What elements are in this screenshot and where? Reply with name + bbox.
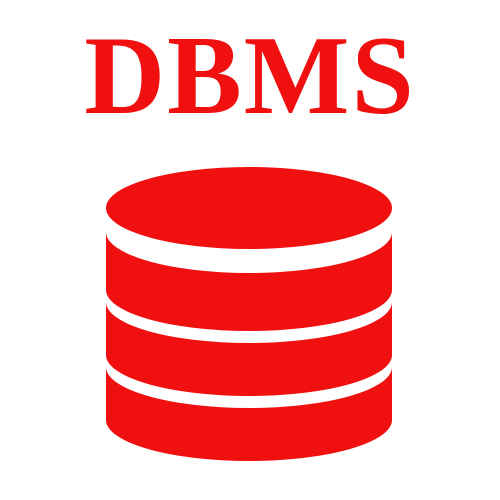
database-top-cap bbox=[106, 167, 392, 249]
database-layer-1 bbox=[106, 232, 392, 331]
database-layer-2 bbox=[106, 302, 392, 396]
logo-title: DBMS bbox=[84, 14, 416, 138]
database-layer-3 bbox=[106, 367, 392, 461]
